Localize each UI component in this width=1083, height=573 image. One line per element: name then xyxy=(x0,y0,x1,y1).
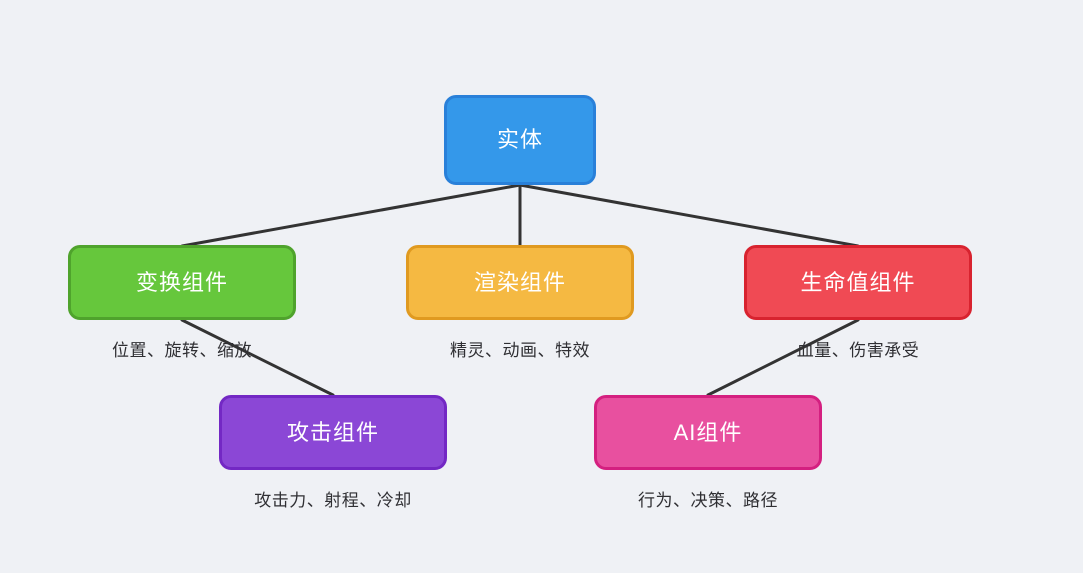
caption-health: 血量、伤害承受 xyxy=(796,341,920,360)
node-attack[interactable]: 攻击组件 xyxy=(219,395,447,470)
node-ai-label: AI组件 xyxy=(673,419,743,445)
node-attack-label: 攻击组件 xyxy=(286,419,379,445)
caption-attack: 攻击力、射程、冷却 xyxy=(254,491,412,510)
caption-render: 精灵、动画、特效 xyxy=(450,341,590,360)
node-entity[interactable]: 实体 xyxy=(444,95,596,185)
node-ai[interactable]: AI组件 xyxy=(594,395,822,470)
node-transform[interactable]: 变换组件 xyxy=(68,245,296,320)
caption-transform: 位置、旋转、缩放 xyxy=(112,341,252,360)
node-render[interactable]: 渲染组件 xyxy=(406,245,634,320)
node-health[interactable]: 生命值组件 xyxy=(744,245,972,320)
node-entity-label: 实体 xyxy=(496,127,543,152)
node-transform-label: 变换组件 xyxy=(135,269,228,295)
edge-entity-transform xyxy=(180,183,522,248)
node-render-label: 渲染组件 xyxy=(473,269,566,295)
caption-ai: 行为、决策、路径 xyxy=(638,491,778,510)
node-health-label: 生命值组件 xyxy=(800,269,916,295)
edge-entity-health xyxy=(518,183,860,248)
